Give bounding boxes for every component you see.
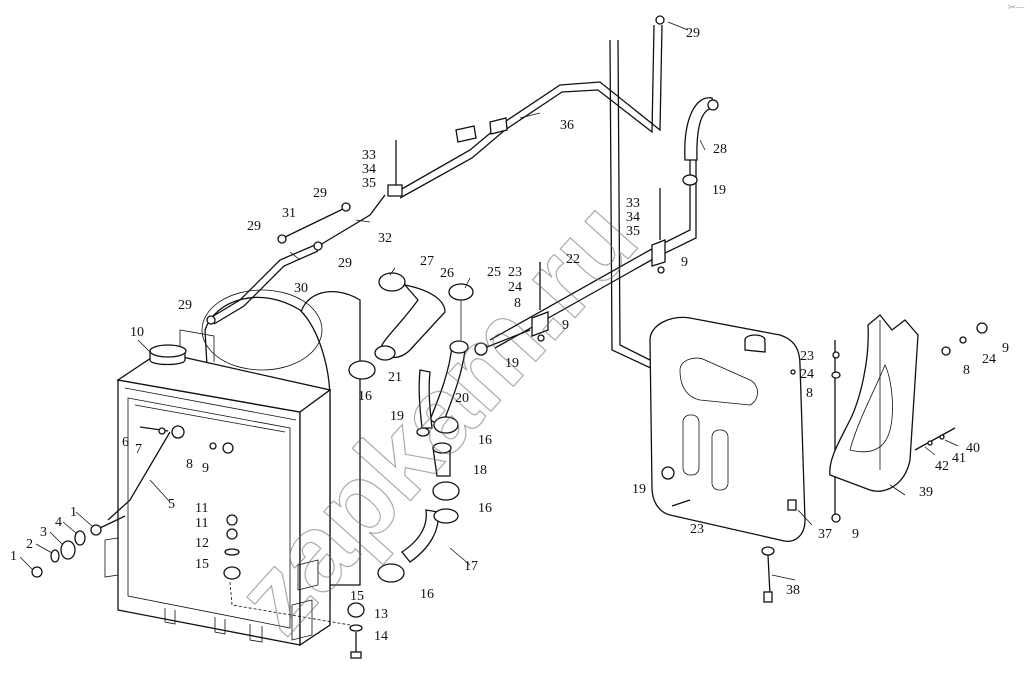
callout-12: 12 <box>195 536 209 551</box>
callout-17: 17 <box>464 559 478 574</box>
callout-29: 29 <box>686 26 700 41</box>
callout-23: 23 <box>800 349 814 364</box>
callout-9: 9 <box>852 527 859 542</box>
callout-35: 35 <box>626 224 640 239</box>
callout-27: 27 <box>420 254 434 269</box>
callout-9: 9 <box>1002 341 1009 356</box>
fuel-tank <box>649 316 841 603</box>
callout-19: 19 <box>505 356 519 371</box>
callout-34: 34 <box>626 210 640 225</box>
callout-24: 24 <box>508 280 522 295</box>
callout-16: 16 <box>478 433 492 448</box>
callout-33: 33 <box>362 148 376 163</box>
callout-4: 4 <box>55 515 62 530</box>
callout-21: 21 <box>388 370 402 385</box>
callout-2: 2 <box>26 537 33 552</box>
hose-group <box>348 272 531 583</box>
callout-14: 14 <box>374 629 388 644</box>
callout-10: 10 <box>130 325 144 340</box>
callout-29: 29 <box>178 298 192 313</box>
callout-labels: 1 2 3 4 1 5 6 7 8 9 10 11 11 12 15 15 13… <box>10 26 1009 644</box>
callout-33: 33 <box>626 196 640 211</box>
callout-37: 37 <box>818 527 832 542</box>
radiator-assembly <box>31 289 365 659</box>
callout-8: 8 <box>186 457 193 472</box>
callout-22: 22 <box>566 252 580 267</box>
callout-30: 30 <box>294 281 308 296</box>
callout-26: 26 <box>440 266 454 281</box>
callout-28: 28 <box>713 142 727 157</box>
callout-5: 5 <box>168 497 175 512</box>
callout-31: 31 <box>282 206 296 221</box>
callout-25: 25 <box>487 265 501 280</box>
callout-6: 6 <box>122 435 129 450</box>
callout-8: 8 <box>806 386 813 401</box>
callout-15: 15 <box>195 557 209 572</box>
callout-36: 36 <box>560 118 574 133</box>
callout-8: 8 <box>963 363 970 378</box>
callout-29: 29 <box>338 256 352 271</box>
callout-24: 24 <box>982 352 996 367</box>
callout-42: 42 <box>935 459 949 474</box>
callout-9: 9 <box>202 461 209 476</box>
callout-7: 7 <box>135 442 142 457</box>
callout-24: 24 <box>800 367 814 382</box>
callout-19: 19 <box>390 409 404 424</box>
fuel-lines <box>206 15 719 371</box>
tank-bracket <box>829 314 988 492</box>
callout-19: 19 <box>632 482 646 497</box>
callout-34: 34 <box>362 162 376 177</box>
callout-38: 38 <box>786 583 800 598</box>
callout-23: 23 <box>690 522 704 537</box>
callout-9: 9 <box>562 318 569 333</box>
callout-1: 1 <box>10 549 17 564</box>
callout-16: 16 <box>478 501 492 516</box>
callout-29: 29 <box>247 219 261 234</box>
callout-11: 11 <box>195 516 208 531</box>
callout-13: 13 <box>374 607 388 622</box>
callout-35: 35 <box>362 176 376 191</box>
callout-23: 23 <box>508 265 522 280</box>
callout-20: 20 <box>455 391 469 406</box>
callout-16: 16 <box>420 587 434 602</box>
callout-39: 39 <box>919 485 933 500</box>
callout-3: 3 <box>40 525 47 540</box>
callout-15: 15 <box>350 589 364 604</box>
callout-40: 40 <box>966 441 980 456</box>
callout-19: 19 <box>712 183 726 198</box>
callout-16: 16 <box>358 389 372 404</box>
callout-29: 29 <box>313 186 327 201</box>
corner-mark: ✂— <box>1008 2 1026 12</box>
callout-11: 11 <box>195 501 208 516</box>
callout-41: 41 <box>952 451 966 466</box>
callout-1: 1 <box>70 505 77 520</box>
callout-18: 18 <box>473 463 487 478</box>
callout-9: 9 <box>681 255 688 270</box>
callout-32: 32 <box>378 231 392 246</box>
leader-lines <box>19 21 959 581</box>
callout-8: 8 <box>514 296 521 311</box>
